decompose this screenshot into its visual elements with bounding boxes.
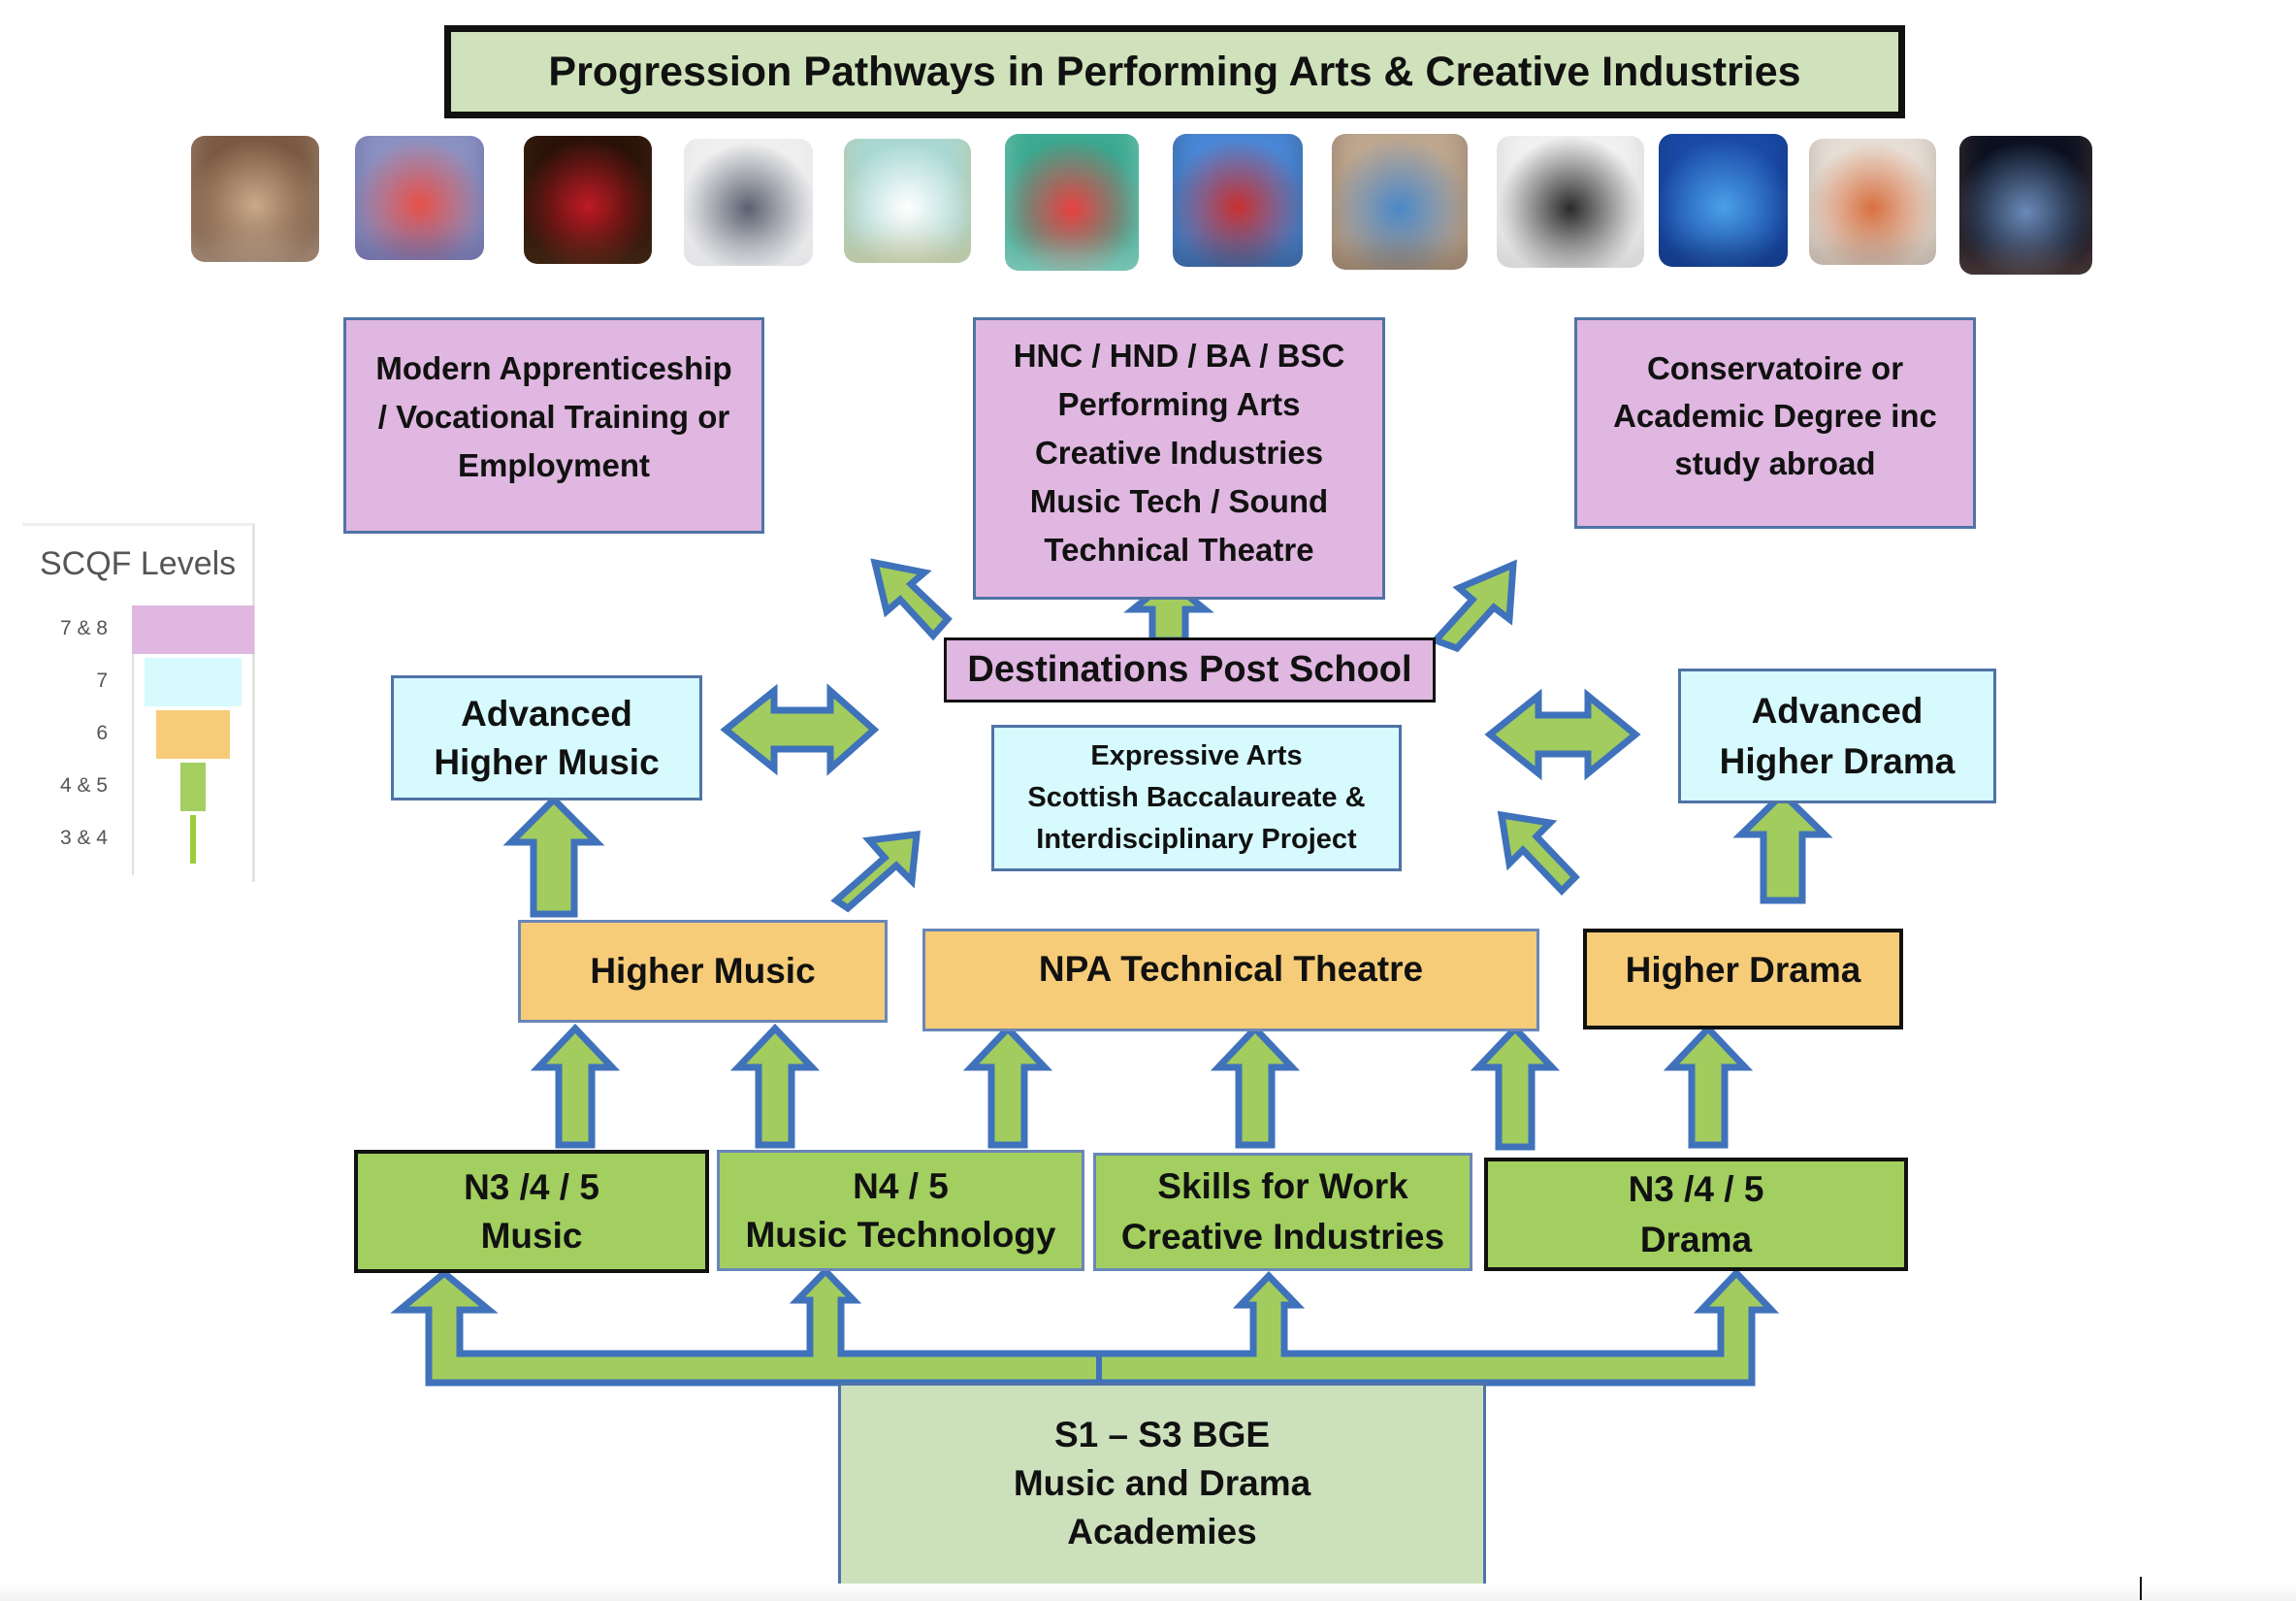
spotlight-performer-photo-icon bbox=[1959, 136, 2092, 275]
text-cursor bbox=[2140, 1577, 2142, 1600]
legend-row: 7 & 8 bbox=[22, 605, 255, 656]
legend-axis bbox=[132, 613, 134, 875]
box-apprenticeship: Modern Apprenticeship / Vocational Train… bbox=[343, 317, 764, 534]
box-n345-music: N3 /4 / 5 Music bbox=[354, 1150, 709, 1273]
line: N4 / 5 bbox=[853, 1165, 949, 1206]
box-conservatoire: Conservatoire or Academic Degree inc stu… bbox=[1574, 317, 1976, 529]
line: Creative Industries bbox=[1120, 1217, 1445, 1257]
line: Scottish Baccalaureate & bbox=[1027, 782, 1366, 813]
bge-branch-connector-icon bbox=[390, 1265, 1780, 1387]
legend-level-label: 7 bbox=[96, 670, 108, 692]
film-production-illustration-icon bbox=[844, 139, 971, 263]
line: Higher Music bbox=[434, 741, 660, 782]
line: Academies bbox=[1067, 1512, 1257, 1552]
legend-row: 7 bbox=[22, 658, 255, 708]
line: Modern Apprenticeship bbox=[375, 350, 732, 386]
film-clapperboard-photo-icon bbox=[684, 139, 813, 266]
legend-level-bar bbox=[144, 658, 243, 706]
double-arrow-right-icon bbox=[1484, 688, 1641, 781]
legend-row: 6 bbox=[22, 710, 255, 761]
line: Advanced bbox=[1751, 690, 1924, 731]
legend-level-label: 3 & 4 bbox=[59, 827, 108, 849]
title-text: Progression Pathways in Performing Arts … bbox=[548, 48, 1801, 95]
box-skills-for-work: Skills for Work Creative Industries bbox=[1093, 1153, 1472, 1271]
arrow-drama-to-higher-drama-icon bbox=[1663, 1023, 1754, 1149]
line: Skills for Work bbox=[1157, 1166, 1408, 1206]
legend-level-label: 4 & 5 bbox=[59, 774, 108, 797]
line: Performing Arts bbox=[1057, 386, 1301, 422]
line: HNC / HND / BA / BSC bbox=[1013, 338, 1345, 374]
actors-reading-script-photo-icon bbox=[1809, 139, 1936, 265]
line: Drama bbox=[1639, 1219, 1753, 1259]
diagram-title: Progression Pathways in Performing Arts … bbox=[444, 25, 1905, 118]
label: NPA Technical Theatre bbox=[1038, 949, 1424, 989]
headphones-illustration-icon bbox=[355, 136, 484, 260]
double-arrow-left-icon bbox=[720, 683, 880, 776]
arrow-to-apprenticeship-icon bbox=[870, 558, 953, 641]
box-n345-drama: N3 /4 / 5 Drama bbox=[1484, 1158, 1908, 1271]
legend-level-bar bbox=[132, 605, 254, 654]
line: Music Technology bbox=[745, 1214, 1056, 1255]
line: / Vocational Training or bbox=[377, 399, 730, 435]
box-higher-drama: Higher Drama bbox=[1583, 929, 1903, 1029]
box-expressive-arts: Expressive Arts Scottish Baccalaureate &… bbox=[991, 725, 1402, 871]
media-signpost-photo-icon bbox=[1173, 134, 1303, 267]
arrow-higher-music-to-expressive-icon bbox=[830, 830, 921, 913]
line: Music Tech / Sound bbox=[1029, 483, 1329, 519]
line: Academic Degree inc bbox=[1613, 398, 1937, 434]
box-college-university: HNC / HND / BA / BSC Performing Arts Cre… bbox=[973, 317, 1385, 600]
line: Employment bbox=[457, 447, 651, 483]
line: Music bbox=[480, 1215, 583, 1256]
arrow-npa-to-expressive-icon bbox=[1497, 810, 1580, 897]
legend-level-label: 6 bbox=[96, 722, 108, 744]
line: study abroad bbox=[1674, 445, 1876, 481]
legend-title: SCQF Levels bbox=[40, 545, 237, 582]
arrow-mt-to-npa-icon bbox=[962, 1023, 1053, 1149]
legend-level-label: 7 & 8 bbox=[59, 617, 108, 639]
singer-microphone-photo-icon bbox=[1332, 134, 1468, 270]
box-higher-music: Higher Music bbox=[518, 920, 888, 1023]
red-stage-curtain-photo-icon bbox=[524, 136, 652, 264]
box-destinations-heading: Destinations Post School bbox=[944, 637, 1436, 702]
label: Higher Music bbox=[590, 951, 816, 991]
line: N3 /4 / 5 bbox=[1628, 1168, 1764, 1209]
line: Expressive Arts bbox=[1090, 740, 1303, 771]
line: N3 /4 / 5 bbox=[464, 1166, 599, 1207]
students-rehearsal-photo-icon bbox=[191, 136, 319, 262]
digital-media-megaphone-illustration-icon bbox=[1005, 134, 1139, 271]
line: Higher Drama bbox=[1719, 740, 1956, 781]
scqf-levels-legend: SCQF Levels 7 & 8 7 6 4 & 5 3 & 4 bbox=[22, 523, 255, 882]
line: Advanced bbox=[461, 693, 632, 734]
arrow-higher-music-to-adv-higher-icon bbox=[502, 795, 605, 918]
box-adv-higher-music: Advanced Higher Music bbox=[391, 675, 702, 800]
arrow-skills-to-npa-icon bbox=[1210, 1023, 1301, 1149]
arrow-music-to-higher-music-icon bbox=[530, 1023, 621, 1149]
line: Technical Theatre bbox=[1044, 532, 1314, 568]
arrow-higher-drama-to-adv-higher-icon bbox=[1732, 789, 1833, 904]
box-npa-technical-theatre: NPA Technical Theatre bbox=[922, 929, 1539, 1031]
legend-level-bar bbox=[180, 763, 206, 811]
line: Music and Drama bbox=[1013, 1463, 1311, 1503]
arrow-skills-to-npa-right-icon bbox=[1470, 1023, 1561, 1151]
line: Interdisciplinary Project bbox=[1036, 824, 1357, 855]
blue-lit-stage-photo-icon bbox=[1659, 134, 1788, 267]
arrow-to-conservatoire-icon bbox=[1429, 559, 1517, 653]
box-adv-higher-drama: Advanced Higher Drama bbox=[1678, 669, 1996, 803]
line: Creative Industries bbox=[1034, 435, 1324, 471]
label: Higher Drama bbox=[1625, 950, 1861, 990]
heading-text: Destinations Post School bbox=[967, 649, 1412, 690]
legend-row: 4 & 5 bbox=[22, 763, 255, 813]
arrow-mt-to-higher-music-icon bbox=[729, 1023, 821, 1149]
legend-level-bar bbox=[190, 815, 196, 864]
legend-row: 3 & 4 bbox=[22, 815, 255, 866]
box-n45-music-technology: N4 / 5 Music Technology bbox=[717, 1150, 1084, 1271]
box-s1-s3-bge: S1 – S3 BGE Music and Drama Academies bbox=[838, 1383, 1486, 1600]
legend-level-bar bbox=[156, 710, 230, 759]
performing-arts-logo-icon bbox=[1497, 136, 1644, 268]
line: Conservatoire or bbox=[1646, 350, 1904, 386]
page-bottom-edge bbox=[0, 1584, 2296, 1601]
line: S1 – S3 BGE bbox=[1053, 1415, 1271, 1454]
